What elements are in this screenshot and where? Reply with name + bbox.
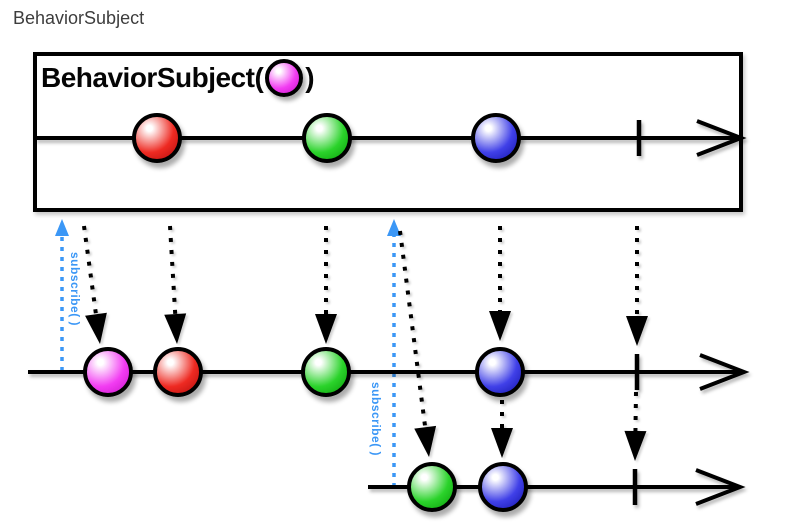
subscribe-arrow <box>55 219 69 371</box>
page-title: BehaviorSubject <box>13 8 145 28</box>
emission-arrow <box>626 226 648 346</box>
subscribe-arrowhead-icon <box>55 219 69 236</box>
subscribe-arrow <box>387 219 401 487</box>
marble-magenta <box>83 347 133 397</box>
emission-arrow <box>489 226 511 341</box>
emission-arrow <box>315 226 337 344</box>
box-label-prefix: BehaviorSubject( <box>41 62 264 93</box>
timeline-arrowhead-icon <box>695 468 746 506</box>
emission-arrowhead-icon <box>624 430 647 461</box>
timeline-subscriber-1 <box>28 353 750 391</box>
source-observable-box: BehaviorSubject( ) <box>33 52 743 212</box>
emission-arrowhead-icon <box>491 428 513 458</box>
emission-arrow <box>164 225 187 344</box>
marble-blue <box>471 113 521 163</box>
marble-green <box>301 347 351 397</box>
emission-arrow <box>491 400 513 458</box>
emission-arrowhead-icon <box>85 312 107 344</box>
emission-dashed-line <box>633 391 638 432</box>
marble-blue <box>475 347 525 397</box>
initial-value-marble <box>265 59 304 97</box>
emission-arrowhead-icon <box>626 316 648 346</box>
emission-arrowhead-icon <box>315 314 337 344</box>
subscribe-label: subscribe( ) <box>68 252 82 327</box>
emission-dashed-line <box>398 230 428 428</box>
subscribe-label: subscribe( ) <box>369 382 383 457</box>
emission-arrowhead-icon <box>489 311 511 341</box>
timeline-arrowhead-icon <box>699 353 750 391</box>
subscribe-arrowhead-icon <box>387 219 401 236</box>
marble-blue <box>478 462 528 512</box>
emission-arrow <box>624 391 647 461</box>
box-label-suffix: ) <box>305 62 315 93</box>
emission-dashed-line <box>168 225 178 315</box>
emission-dashed-line <box>82 225 98 315</box>
marble-red <box>153 347 203 397</box>
emission-arrow <box>82 225 107 344</box>
emission-arrowhead-icon <box>414 425 437 457</box>
marble-red <box>132 113 182 163</box>
emission-arrowhead-icon <box>164 313 187 344</box>
marble-green <box>407 462 457 512</box>
box-label: BehaviorSubject( ) <box>41 59 315 97</box>
marble-green <box>302 113 352 163</box>
emission-arrow <box>398 230 437 457</box>
